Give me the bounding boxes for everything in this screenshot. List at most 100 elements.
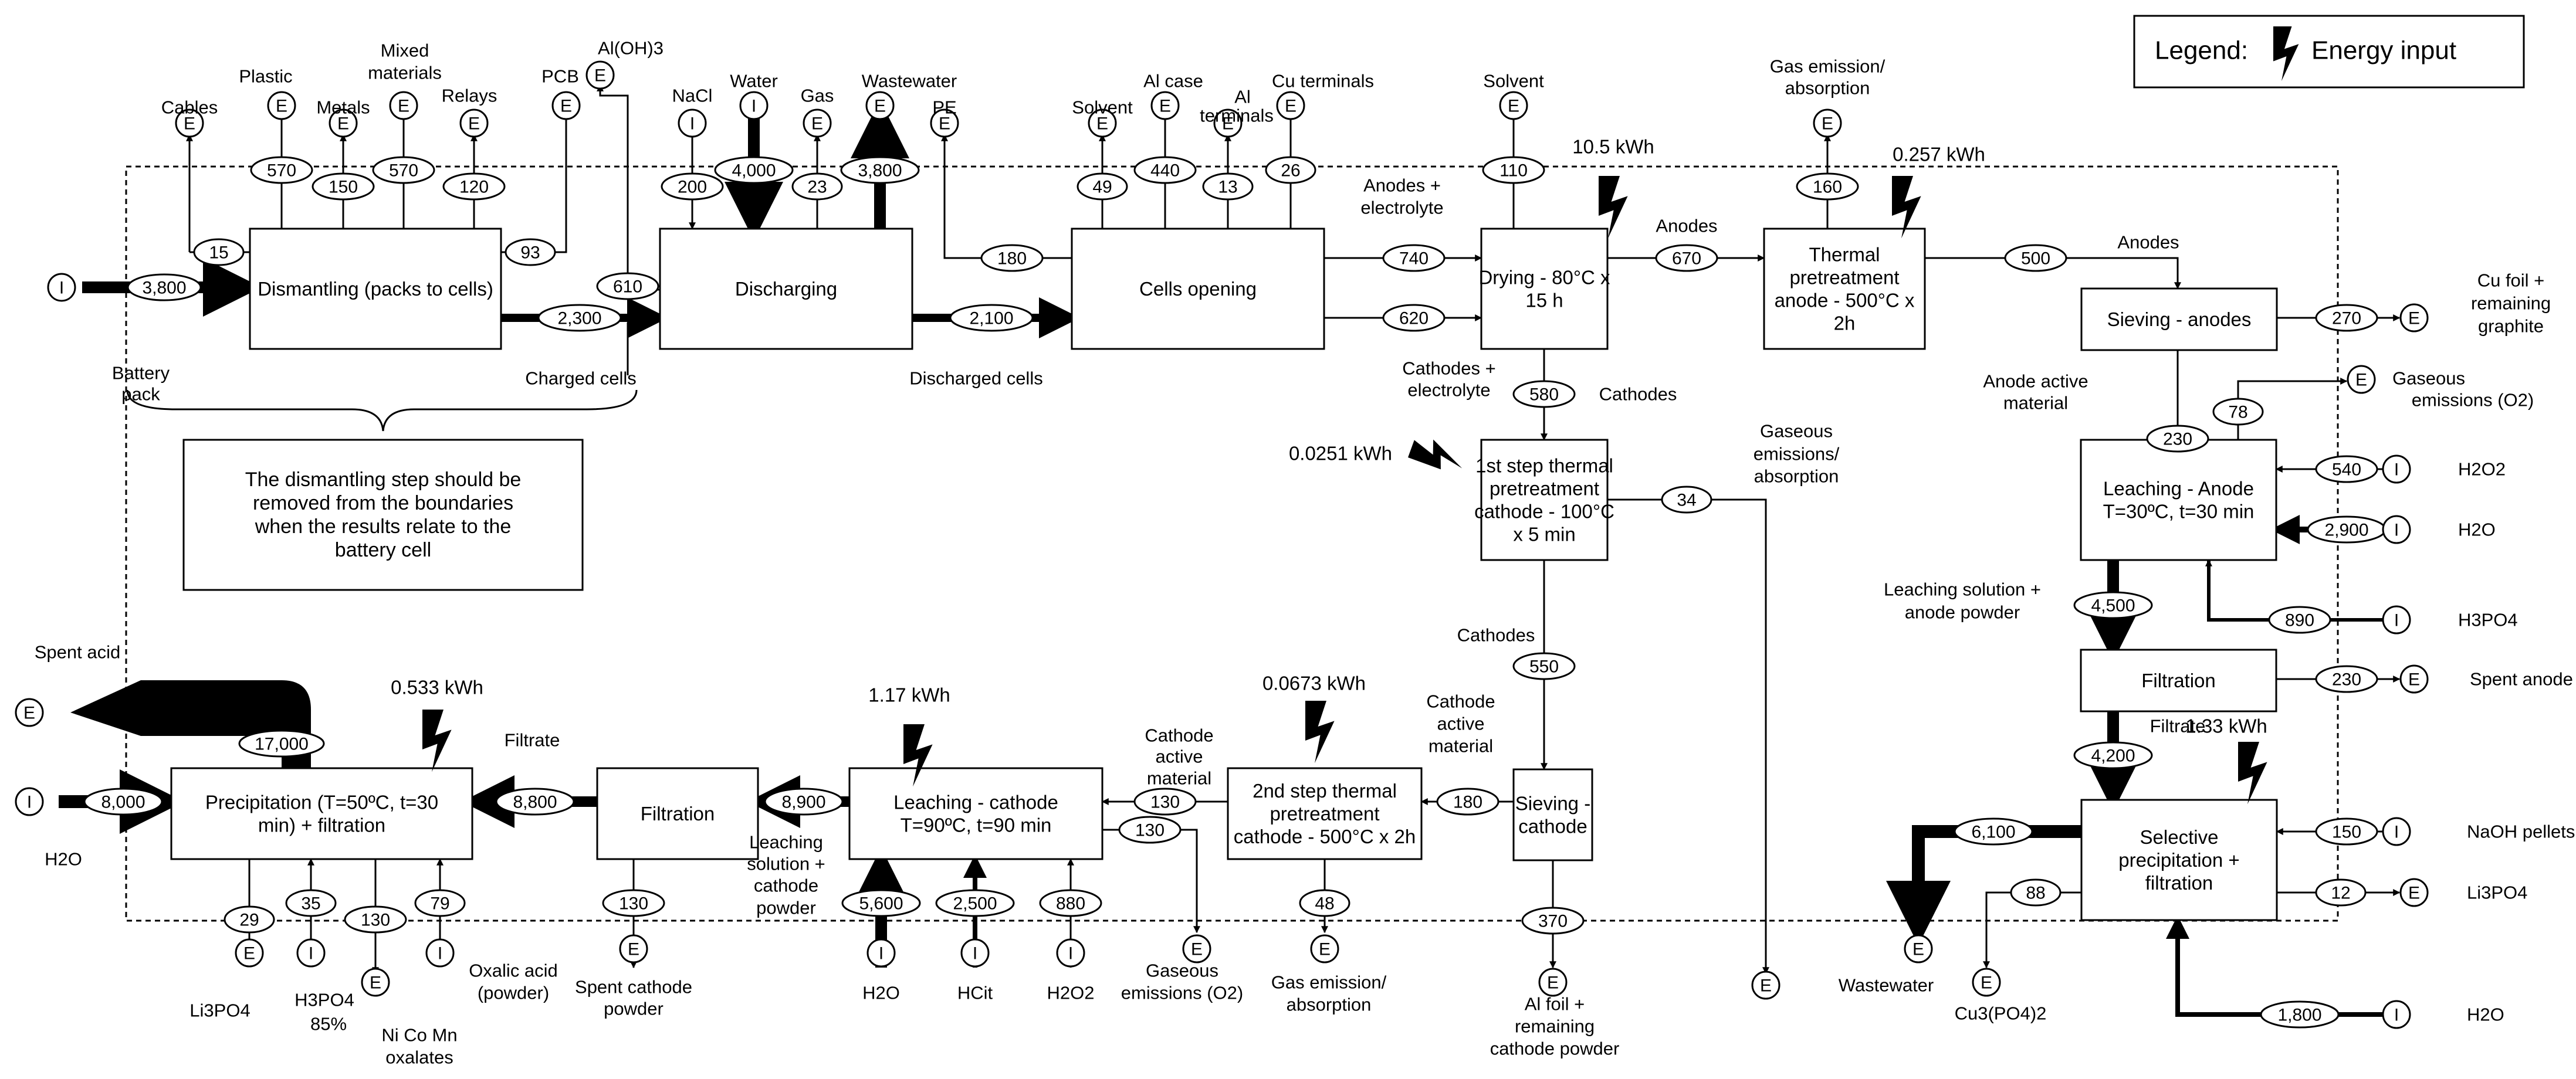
label-alcase: Al case xyxy=(1143,71,1203,91)
process-discharging-label: Discharging xyxy=(735,278,837,300)
node-580 xyxy=(1512,380,1576,408)
label-mixed2: materials xyxy=(368,63,442,83)
node-12-value: 12 xyxy=(2331,884,2350,903)
node-620 xyxy=(1382,304,1446,332)
node-130-spent xyxy=(602,889,665,917)
marker-gas-emission-letter: E xyxy=(1822,114,1833,134)
node-88-value: 88 xyxy=(2026,884,2045,903)
bolt-drying xyxy=(1599,176,1628,239)
label-gaseous_ea1: Gaseous xyxy=(1760,421,1833,442)
node-2500-value: 2,500 xyxy=(953,894,997,914)
marker-plastic-letter: E xyxy=(276,97,287,116)
marker-relays xyxy=(459,108,489,138)
node-540-value: 540 xyxy=(2332,460,2361,480)
node-5600 xyxy=(841,889,921,917)
marker-pcb xyxy=(551,91,581,120)
marker-al-terminals xyxy=(1213,108,1243,138)
node-270-value: 270 xyxy=(2332,309,2361,328)
label-h3po4_l2: 85% xyxy=(310,1014,347,1034)
node-550-value: 550 xyxy=(1529,657,1559,677)
io-markers xyxy=(15,60,2429,1029)
dismantling-note-box-label: battery cell xyxy=(335,539,431,561)
process-drying-label: 15 h xyxy=(1525,289,1563,311)
marker-nicomn-letter: E xyxy=(370,973,381,993)
process-step2-thermal xyxy=(1227,767,1423,860)
process-leaching-anode xyxy=(2080,439,2277,561)
process-precipitation-label: Precipitation (T=50ºC, t=30 xyxy=(205,792,438,813)
node-48-value: 48 xyxy=(1315,894,1334,914)
label-cath_am3: material xyxy=(1147,768,1211,789)
marker-nicomn xyxy=(361,968,390,997)
marker-water-letter: I xyxy=(752,97,756,116)
marker-h3po4-l-letter: I xyxy=(309,944,313,963)
node-130-up-value: 130 xyxy=(1150,793,1180,812)
marker-cables xyxy=(175,108,204,138)
energy-selective: 1.33 kWh xyxy=(2185,715,2267,737)
bolt-precipitation xyxy=(422,710,452,772)
energy-precipitation: 0.533 kWh xyxy=(391,677,483,698)
process-step2-thermal-label: 2nd step thermal xyxy=(1253,780,1397,802)
marker-h2o-l-letter: I xyxy=(27,793,32,812)
label-h2o2_r: H2O2 xyxy=(2458,459,2506,480)
node-130-ox-value: 130 xyxy=(361,911,390,930)
arrow-h3po4 xyxy=(2205,559,2405,622)
node-15-value: 15 xyxy=(209,243,228,263)
node-13 xyxy=(1202,172,1254,201)
node-17000 xyxy=(238,729,325,758)
marker-gaseous-b-letter: E xyxy=(1191,940,1203,959)
node-610 xyxy=(596,272,659,300)
node-6100 xyxy=(1954,817,2033,846)
marker-al-foil-letter: E xyxy=(1547,973,1559,993)
label-water: Water xyxy=(730,71,778,91)
label-filtrate_r: Filtrate xyxy=(2150,716,2206,737)
label-cufoil2: remaining xyxy=(2471,293,2551,314)
label-leach_cs3: cathode xyxy=(754,876,818,896)
label-cufoil3: graphite xyxy=(2478,316,2544,337)
node-2900-value: 2,900 xyxy=(2324,521,2368,540)
marker-h2o-r-letter: I xyxy=(2394,521,2399,540)
energy-step2: 0.0673 kWh xyxy=(1262,673,1366,694)
marker-h3po4-r-letter: I xyxy=(2394,611,2399,630)
marker-cu-foil xyxy=(2399,303,2429,332)
marker-o2-anode xyxy=(2347,365,2376,394)
label-gasem_b2: absorption xyxy=(1287,995,1372,1015)
label-anode_am1: Anode active xyxy=(1983,371,2088,392)
node-34-value: 34 xyxy=(1677,491,1696,510)
node-150 xyxy=(312,172,375,201)
marker-aloh3-letter: E xyxy=(594,66,606,86)
process-leaching-cathode-label: Leaching - cathode xyxy=(893,792,1058,813)
node-180-value: 180 xyxy=(997,249,1027,269)
node-200-value: 200 xyxy=(678,178,707,197)
marker-spent-anode-letter: E xyxy=(2408,670,2420,690)
node-270 xyxy=(2315,304,2378,332)
arrow-gaseous-ea xyxy=(1607,498,1769,975)
process-selective-precip-label: filtration xyxy=(2145,872,2213,894)
node-79-value: 79 xyxy=(430,894,449,914)
marker-pcb-letter: E xyxy=(560,97,572,116)
label-li3po4_l: Li3PO4 xyxy=(189,1000,250,1021)
marker-wastewater-b-letter: E xyxy=(1912,940,1924,959)
marker-gaseous-ea xyxy=(1751,971,1780,1000)
node-35 xyxy=(285,889,337,917)
label-cath_elec1: Cathodes + xyxy=(1402,358,1495,379)
energy-step1: 0.0251 kWh xyxy=(1289,443,1392,464)
marker-h2o2-m-letter: I xyxy=(1068,944,1073,963)
node-230-top-value: 230 xyxy=(2163,430,2192,449)
node-26 xyxy=(1265,156,1316,184)
marker-cu3-letter: E xyxy=(1981,973,1992,993)
process-drying xyxy=(1480,228,1609,350)
node-670-value: 670 xyxy=(1672,249,1701,269)
label-solvent2: Solvent xyxy=(1483,71,1544,91)
label-nacl: NaCl xyxy=(672,86,713,106)
node-370-value: 370 xyxy=(1538,912,1568,931)
label-leach_cs1: Leaching xyxy=(749,832,823,853)
marker-gas-emission xyxy=(1813,108,1842,138)
node-890-value: 890 xyxy=(2285,611,2314,630)
node-3800-ww xyxy=(840,156,920,184)
marker-solvent2 xyxy=(1499,91,1528,120)
dismantling-note-box-label: removed from the boundaries xyxy=(253,492,513,514)
marker-solvent2-letter: E xyxy=(1508,97,1519,116)
node-8000-value: 8,000 xyxy=(101,793,145,812)
bolt-step2 xyxy=(1305,701,1335,764)
